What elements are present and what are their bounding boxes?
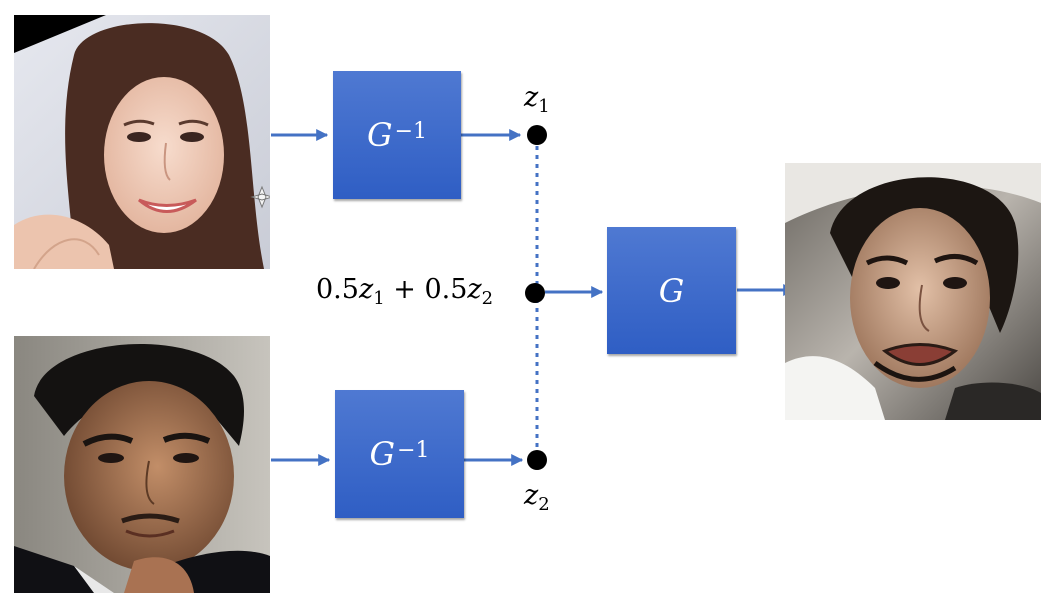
interpolation-label: 0.5z1 + 0.5z2 [316,274,493,309]
generator-box: G [607,227,736,354]
input-photo-man [14,336,270,593]
coef2: 0.5 [424,274,468,305]
inverse-generator-label: G [369,435,396,473]
coef1: 0.5 [316,274,359,305]
z2-sub: 2 [538,494,550,515]
output-photo-blended [785,163,1041,420]
z2-point [527,450,547,470]
inverse-generator-box-bottom: G−1 [335,390,464,518]
inverse-generator-label: G [367,116,393,154]
var2: z [467,274,482,305]
var1: z [358,274,374,305]
input-photo-woman [14,15,270,269]
sub1: 1 [373,288,385,309]
z1-label: z1 [524,82,550,117]
z1-sub: 1 [538,96,550,117]
z1-var: z [524,82,539,113]
inverse-exponent: −1 [397,437,430,463]
inverse-exponent: −1 [394,118,427,144]
mix-point [525,283,545,303]
z2-var: z [524,480,539,511]
inverse-generator-box-top: G−1 [333,71,461,199]
z2-label: z2 [524,480,550,515]
generator-label: G [658,271,685,310]
z1-point [527,125,547,145]
plus-sign: + [393,274,416,305]
sub2: 2 [481,288,494,309]
